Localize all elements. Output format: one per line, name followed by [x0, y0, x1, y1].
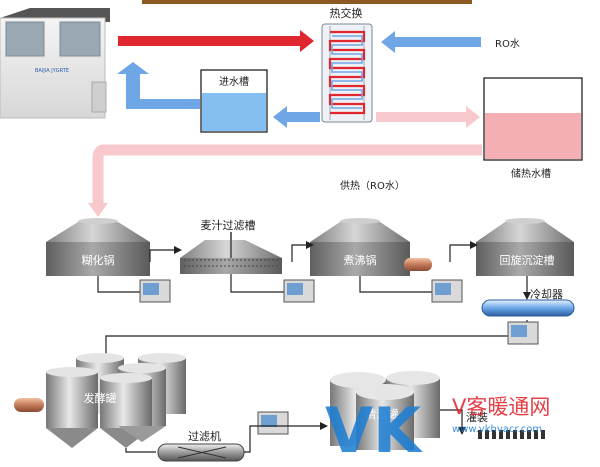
heat-storage-tank: [483, 77, 583, 161]
whirlpool-label: 回旋沉淀槽: [500, 253, 555, 267]
fermenter-tanks: [46, 353, 186, 448]
bright-beer-tanks: [330, 371, 440, 450]
filter-outlet-pipe: [244, 425, 322, 453]
watermark-url: www.vkhvacr.com: [452, 424, 542, 435]
heat-supply-label: 供热（RO水）: [340, 179, 405, 192]
ro-water-label: RO水: [495, 38, 520, 50]
heat-supply-arrowhead: [88, 203, 108, 217]
watermark-title: V客暖通网: [452, 395, 550, 419]
fermenter-outlet-pipe: [125, 448, 156, 453]
return-water-arrow: [117, 62, 200, 109]
heat-exchanger: [321, 23, 373, 123]
filter-machine: [157, 443, 245, 462]
boil-kettle-coil: [404, 258, 432, 271]
bright-tank-outlet-pipe: [440, 409, 463, 430]
inlet-tank-label: 进水槽: [219, 75, 249, 88]
bright-tank-label: 清酒罐: [366, 408, 399, 421]
lauter-tun-label: 麦汁过滤槽: [201, 219, 256, 232]
heat-pump-brand: BAIJIA JYGRTE: [35, 68, 69, 74]
heat-exchanger-label: 热交换: [330, 6, 363, 20]
cooler: [481, 299, 575, 317]
boil-kettle: [310, 218, 410, 276]
mash-kettle-label: 糊化锅: [82, 253, 115, 267]
heat-pump-unit: BAIJIA JYGRTE: [0, 8, 110, 119]
controller-4: [507, 321, 539, 345]
boil-kettle-label: 煮沸锅: [344, 254, 377, 267]
filling-bottles: [478, 430, 545, 439]
inlet-tank: [200, 69, 268, 133]
controller-5: [257, 411, 289, 435]
fermenter-label: 发酵罐: [84, 391, 117, 405]
filling-label: 灌装: [466, 411, 488, 424]
ro-water-arrow: [381, 31, 481, 53]
controller-1: [139, 279, 171, 303]
whirlpool-tank: [476, 218, 574, 276]
controller-2: [283, 279, 315, 303]
mash-kettle: [46, 218, 150, 276]
fermenter-coil: [14, 398, 44, 412]
watermark: VK V客暖通网 www.vkhvacr.com: [325, 394, 550, 467]
top-band: [142, 0, 472, 4]
hot-supply-arrow: [118, 30, 314, 52]
controller-3: [431, 279, 463, 303]
filter-label: 过滤机: [188, 429, 221, 443]
lauter-tun: [180, 232, 282, 274]
heat-storage-tank-label: 储热水槽: [511, 167, 551, 180]
cooler-label: 冷却器: [530, 288, 563, 301]
watermark-logo: VK: [325, 394, 423, 463]
warm-water-arrow: [376, 106, 480, 128]
heat-supply-pipe: [92, 144, 482, 205]
exchanger-to-tank-arrow: [273, 106, 320, 128]
